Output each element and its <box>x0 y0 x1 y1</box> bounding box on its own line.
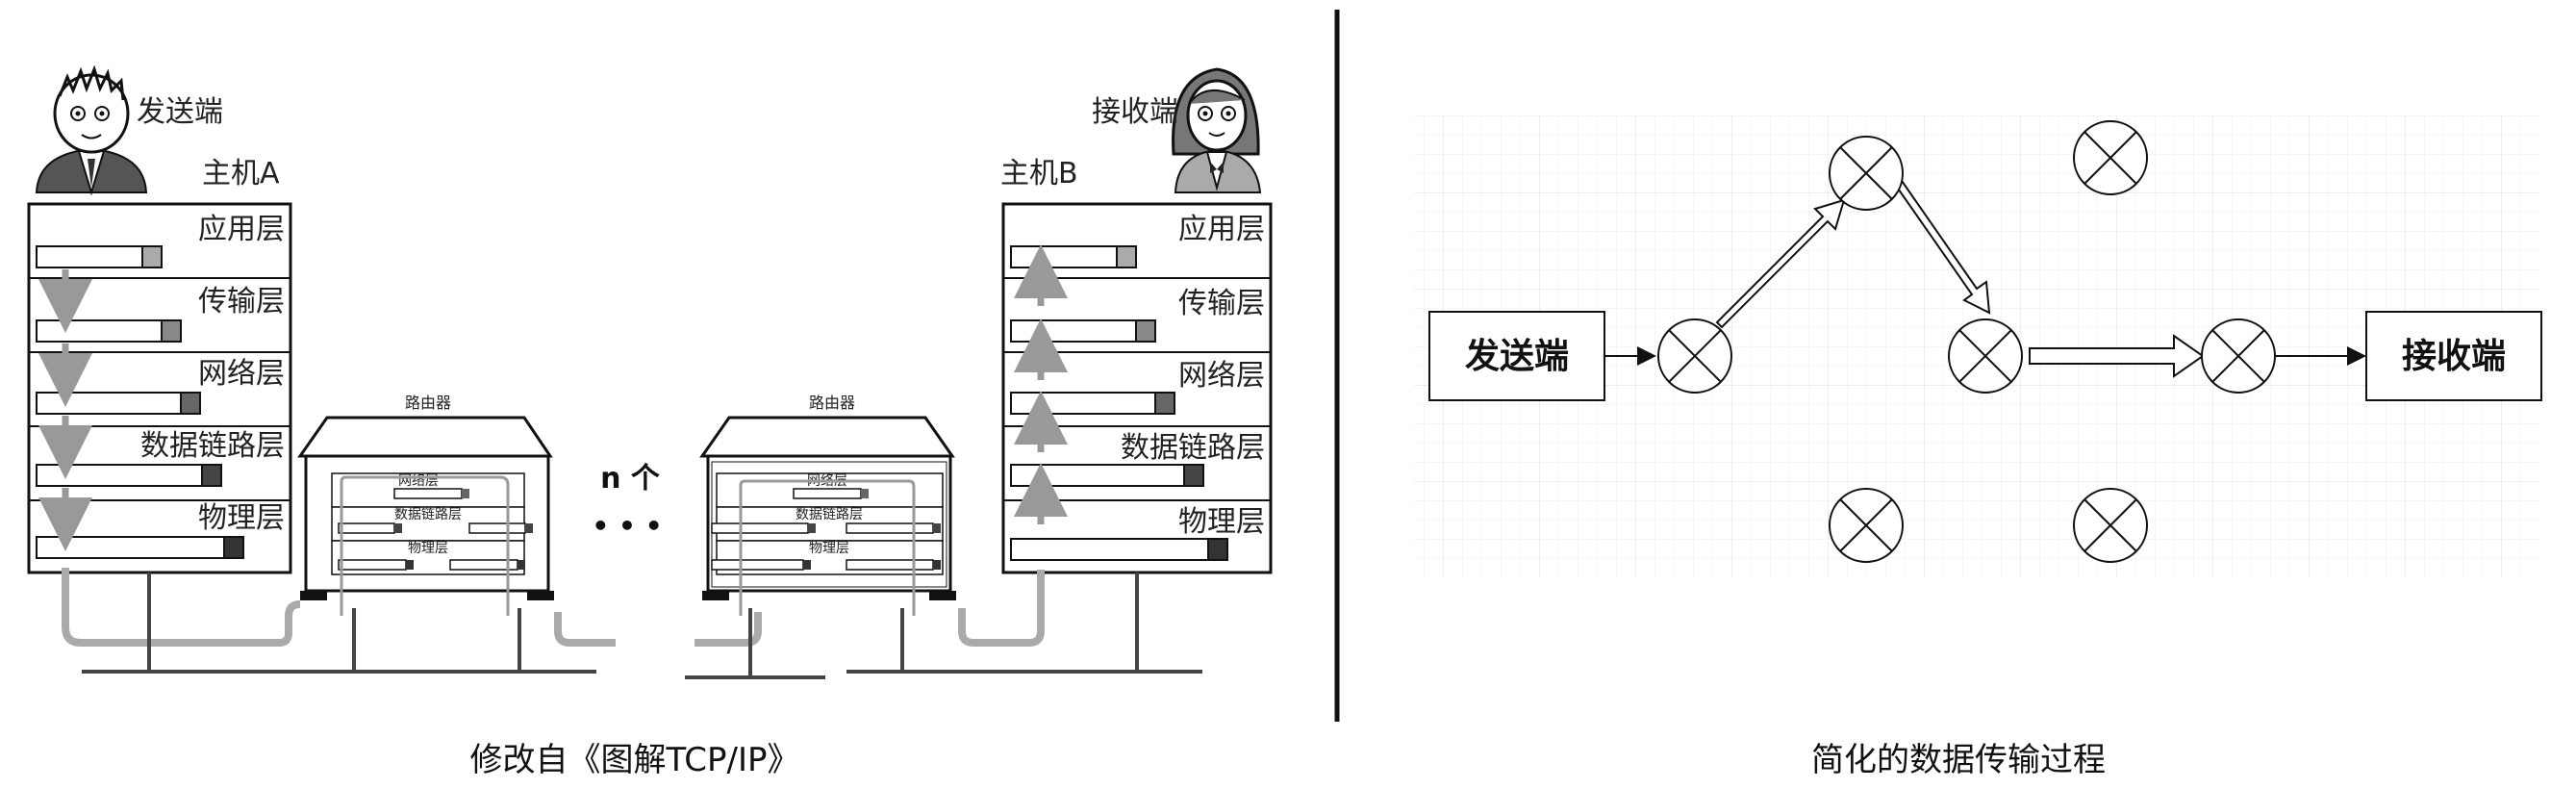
sender-role-label: 发送端 <box>137 95 223 129</box>
block-arrow-right <box>2029 334 2205 378</box>
host-b-stack: 应用层 传输层 网络层 数据链路层 物理层 <box>1001 202 1273 574</box>
host-a-layer-physical: 物理层 <box>198 501 285 535</box>
left-caption: 修改自《图解TCP/IP》 <box>469 741 800 779</box>
host-a-layer-application: 应用层 <box>198 213 285 246</box>
receiver-box <box>2365 311 2542 401</box>
host-b-label: 主机B <box>1000 157 1078 191</box>
host-a-packet-network <box>36 392 182 415</box>
router-node <box>2073 120 2148 195</box>
host-b-layer-physical: 物理层 <box>1178 505 1265 539</box>
router-node <box>1829 488 1904 563</box>
header-block <box>161 319 182 343</box>
block-arrow-up <box>1715 198 1846 329</box>
router-2: 路由器 网络层 数据链路层 物理层 <box>699 394 956 616</box>
host-a-label: 主机A <box>202 157 280 191</box>
sender-box <box>1428 311 1605 401</box>
host-a-layer-network: 网络层 <box>198 357 285 391</box>
host-a-packet-app <box>36 245 143 268</box>
header-block <box>1116 245 1137 268</box>
lan-lines <box>82 573 1202 679</box>
host-b-layer-datalink: 数据链路层 <box>1121 431 1265 465</box>
header-block <box>1154 392 1175 415</box>
router-node <box>1657 318 1732 394</box>
router-node <box>1948 318 2023 394</box>
host-a-stack: 应用层 传输层 网络层 数据链路层 物理层 <box>27 202 292 574</box>
receiver-person-icon <box>1172 67 1262 193</box>
host-a-layer-transport: 传输层 <box>198 285 285 318</box>
router-2-layer-datalink: 数据链路层 <box>796 507 863 522</box>
receiver-role-label: 接收端 <box>1092 95 1178 129</box>
sender-person-icon <box>35 64 148 196</box>
right-caption: 简化的数据传输过程 <box>1811 741 2106 779</box>
header-block <box>180 392 201 415</box>
router-1-layer-network: 网络层 <box>398 473 439 489</box>
header-block <box>201 464 222 487</box>
host-a-packet-transport <box>36 319 163 343</box>
host-b-packet-transport <box>1010 319 1137 343</box>
host-b-packet-app <box>1010 245 1118 268</box>
header-block <box>223 536 244 559</box>
header-block <box>1207 538 1228 561</box>
router-2-title: 路由器 <box>809 394 855 412</box>
router-1-title: 路由器 <box>405 394 451 412</box>
host-b-layer-application: 应用层 <box>1178 213 1265 246</box>
host-b-packet-physical <box>1010 538 1209 561</box>
router-2-layer-physical: 物理层 <box>809 541 849 556</box>
repeat-label: n 个 <box>600 462 661 496</box>
ellipsis: • • • <box>592 510 662 542</box>
header-block <box>1135 319 1156 343</box>
host-a-layer-datalink: 数据链路层 <box>140 429 285 463</box>
receiver-box-label: 接收端 <box>2402 337 2506 376</box>
router-node <box>2073 488 2148 563</box>
header-block <box>141 245 163 268</box>
host-b-layer-network: 网络层 <box>1178 359 1265 393</box>
sender-box-label: 发送端 <box>1465 337 1569 376</box>
host-a-packet-datalink <box>36 464 220 487</box>
router-1: 路由器 网络层 数据链路层 物理层 <box>297 394 554 616</box>
header-block <box>1183 464 1204 487</box>
host-b-packet-datalink <box>1010 464 1185 487</box>
router-node <box>2201 318 2276 394</box>
router-1-layer-physical: 物理层 <box>408 541 448 556</box>
right-panel: 发送端 接收端 <box>1414 115 2542 577</box>
router-1-layer-datalink: 数据链路层 <box>394 507 462 522</box>
block-arrow-down <box>1892 176 1991 315</box>
router-node <box>1829 136 1904 211</box>
host-b-layer-transport: 传输层 <box>1178 287 1265 320</box>
left-panel: 发送端 主机A 应用层 传输层 网络层 数据链路层 物理层 <box>27 64 1273 679</box>
host-a-packet-physical <box>36 536 244 559</box>
host-b-packet-network <box>1010 392 1156 415</box>
data-path <box>62 568 1045 647</box>
